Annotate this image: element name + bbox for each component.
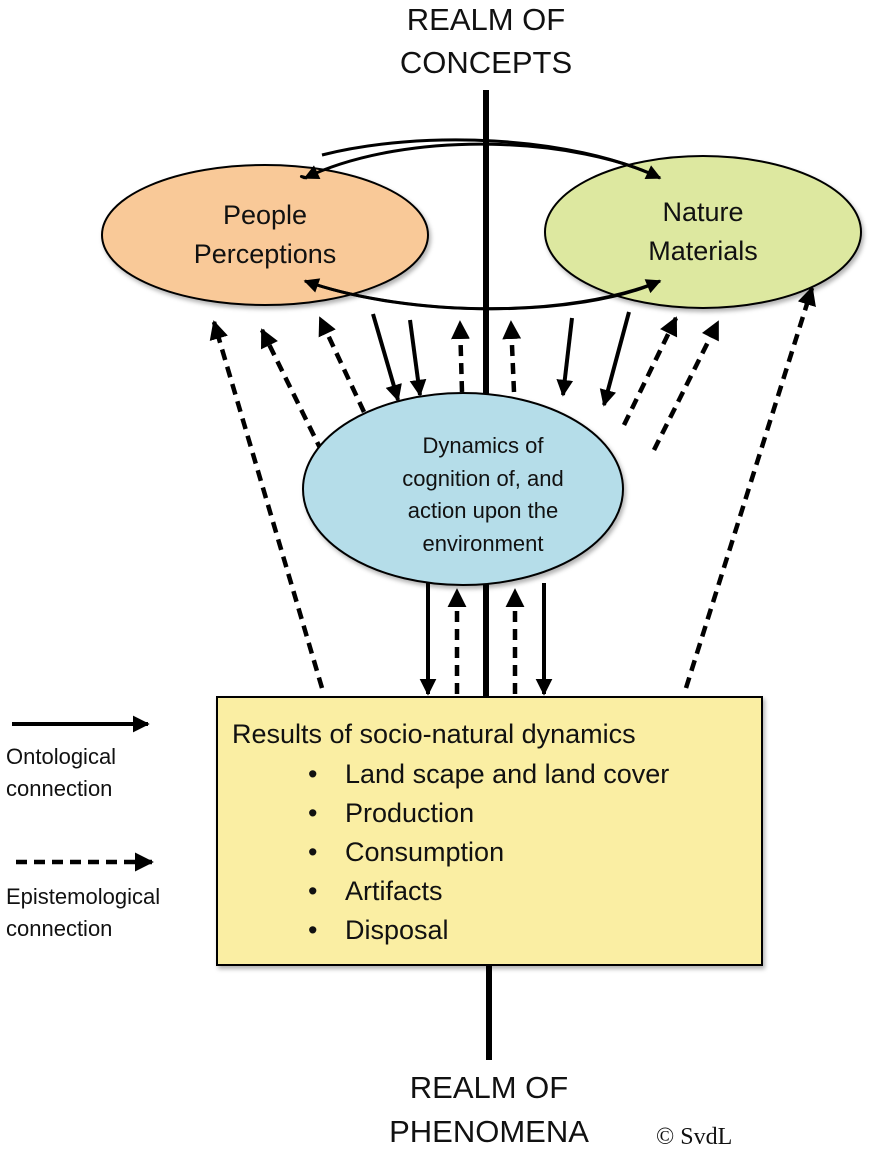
- dynamics-to-people-epistemological-arrow-2: [317, 316, 367, 413]
- dynamics-label-line4: environment: [422, 531, 543, 556]
- results-to-people-epistemological-arrow: [209, 320, 325, 689]
- results-box: [216, 696, 763, 966]
- nature-materials-node: [544, 155, 862, 309]
- dynamics-node: [302, 392, 624, 586]
- people-perceptions-node: [101, 164, 429, 306]
- dynamics-to-nature-epistemological-arrow-2: [621, 316, 679, 426]
- realm-of-concepts-line2: CONCEPTS: [400, 45, 572, 80]
- bullet: •: [308, 759, 317, 789]
- bullet: •: [308, 915, 317, 945]
- results-list: • Land scape and land cover • Production…: [308, 759, 669, 945]
- legend-ontological-line2: connection: [6, 776, 112, 801]
- copyright-notice: © SvdL: [656, 1124, 732, 1150]
- dynamics-to-people-epistemological-arrow-1: [259, 328, 325, 453]
- dynamics-to-nature-epistemological-arrow-3: [651, 320, 721, 452]
- bullet: •: [308, 837, 317, 867]
- realm-of-concepts-line1: REALM OF: [407, 2, 565, 37]
- people-to-dynamics-ontological-arrow-1: [371, 313, 402, 402]
- legend-ontological-line1: Ontological: [6, 744, 116, 769]
- results-item: Consumption: [345, 837, 504, 867]
- nature-label-line2: Materials: [648, 236, 758, 266]
- results-item: Artifacts: [345, 876, 443, 906]
- people-to-nature-arrow: [321, 138, 662, 180]
- people-to-nature-bottom-arrow: [304, 279, 662, 311]
- nature-to-dynamics-ontological-arrow-1: [556, 317, 574, 397]
- dynamics-label-line3: action upon the: [408, 498, 558, 523]
- nature-label-line1: Nature: [662, 197, 743, 227]
- people-label-line1: People: [223, 200, 307, 230]
- realm-of-phenomena-line2: PHENOMENA: [389, 1114, 589, 1149]
- dynamics-label-line2: cognition of, and: [402, 466, 563, 491]
- bullet: •: [308, 798, 317, 828]
- legend-epistemological-line2: connection: [6, 916, 112, 941]
- results-box-title: Results of socio-natural dynamics: [232, 719, 636, 749]
- results-item: Land scape and land cover: [345, 759, 669, 789]
- bullet: •: [308, 876, 317, 906]
- dynamics-to-nature-epistemological-arrow-1: [502, 320, 522, 393]
- cycle-top-stub: [300, 175, 308, 180]
- legend-epistemological-line1: Epistemological: [6, 884, 160, 909]
- dynamics-to-people-epistemological-arrow-3: [451, 320, 470, 393]
- people-label-line2: Perceptions: [194, 239, 337, 269]
- people-to-dynamics-ontological-arrow-2: [408, 319, 427, 397]
- results-item: Production: [345, 798, 474, 828]
- realm-of-phenomena-line1: REALM OF: [410, 1070, 568, 1105]
- dynamics-label-line1: Dynamics of: [422, 433, 544, 458]
- legend: Ontological connection Epistemological c…: [6, 715, 160, 941]
- nature-to-dynamics-ontological-arrow-2: [599, 311, 631, 407]
- results-to-nature-epistemological-arrow: [683, 286, 816, 689]
- results-item: Disposal: [345, 915, 449, 945]
